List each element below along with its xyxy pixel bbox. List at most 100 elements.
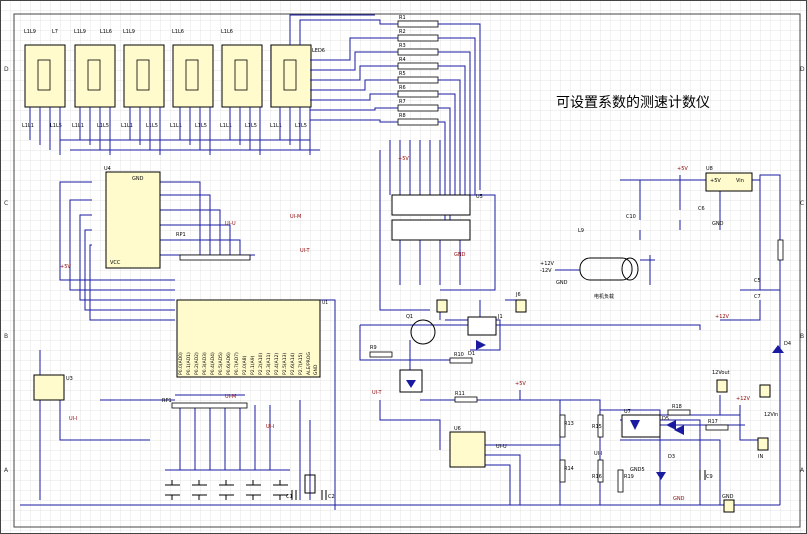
- resistor-label: R2: [399, 29, 406, 35]
- chip-u8-pin: +5V: [710, 178, 721, 184]
- chip-mcu: U1 P0.0(AD0) P0.1(AD1) P0.2(AD2) P0.3(AD…: [176, 299, 328, 378]
- vcc-label: +5V: [677, 166, 688, 172]
- gnd-label: GND: [712, 221, 724, 227]
- frame-letter: B: [4, 333, 8, 340]
- motor-label: L9: [578, 228, 584, 234]
- mcu-pin: P2.7(A15): [298, 353, 304, 375]
- mcu-pin: P2.5(A13): [282, 353, 288, 375]
- power-labels: +5V +5V +5V +5V +12V +12V UI-U UI-M UI-T…: [60, 156, 751, 502]
- display-digit-2: [74, 44, 116, 108]
- right-connectors: 12Vout 12Vin IN GND: [712, 370, 778, 513]
- resistors-mid: R9 R10 R11: [369, 345, 478, 403]
- cap-label: C7: [754, 294, 761, 300]
- display-digit-5: [221, 44, 263, 108]
- net-label: UI-I: [69, 416, 77, 422]
- display-label: L1L9: [74, 29, 86, 35]
- display-label: L1L1: [121, 123, 133, 129]
- net-label: UI-M: [225, 394, 236, 400]
- mcu-pin: P2.6(A14): [290, 353, 296, 375]
- j1-label: J1: [497, 314, 503, 320]
- mcu-pin: P2.0(A8): [242, 355, 248, 375]
- resistor-label: R3: [399, 43, 406, 49]
- chip-u8-pin: Vin: [736, 178, 744, 184]
- chip-u5: U5: [391, 194, 483, 241]
- mcu-pin: P0.6(AD6): [226, 352, 232, 375]
- sensor-label: 电机负载: [594, 293, 614, 300]
- mcu-pin: P0.7(AD7): [234, 352, 240, 375]
- chip-u3-name: U3: [66, 376, 73, 382]
- mcu-pin: P0.4(AD4): [210, 352, 216, 375]
- display-digit-3: [123, 44, 165, 108]
- mcu-pin: P2.2(A10): [258, 353, 264, 375]
- display-label: L1L6: [172, 29, 184, 35]
- chip-u4-pin: GND: [132, 176, 144, 182]
- supply-label: GND: [556, 280, 568, 286]
- connector-label: 12Vin: [764, 412, 778, 418]
- mcu-pin: P0.1(AD1): [186, 352, 192, 375]
- cap-label: C9: [706, 474, 713, 480]
- chip-u6-name: U6: [454, 426, 461, 432]
- connector-label: GND: [722, 494, 734, 500]
- rp1-label: RP1: [176, 232, 186, 238]
- frame-letter: C: [800, 200, 804, 207]
- frame-letter: A: [4, 467, 9, 474]
- resistor-label: R13: [564, 421, 574, 427]
- resistor-label: R5: [399, 71, 406, 77]
- connector-label: 12Vout: [712, 370, 730, 376]
- resistor-label: R10: [454, 352, 464, 358]
- motor-l9: L9 +12V -12V GND 电机负载: [540, 228, 639, 300]
- chip-u7: U7 R18 R17 D3 C9 D5: [621, 404, 729, 480]
- net-label: UI-U: [225, 221, 236, 227]
- net-label: UI-M: [290, 214, 301, 220]
- crystal-caps: C1 C2: [286, 474, 335, 500]
- diode-label: D4: [784, 341, 791, 347]
- supply-label: -12V: [540, 268, 552, 274]
- small-connectors: J6: [436, 292, 527, 313]
- resistor-label: R9: [370, 345, 377, 351]
- mcu-pin: P0.2(AD2): [194, 352, 200, 375]
- connector-label: IN: [758, 454, 763, 460]
- resistor-label: R1: [399, 15, 406, 21]
- mcu-pin: GND: [313, 364, 319, 375]
- display-label: L1L5: [295, 123, 307, 129]
- resistor-label: R15: [592, 424, 602, 430]
- resistor-label: R17: [708, 419, 718, 425]
- cap-label: C10: [626, 214, 636, 220]
- display-label: L1L1: [270, 123, 282, 129]
- resistor-label: R11: [455, 391, 465, 397]
- mcu-pin: P2.4(A12): [274, 353, 280, 375]
- resistor-label: R7: [399, 99, 406, 105]
- resistor-label: R19: [624, 474, 634, 480]
- display-label: L1L9: [24, 29, 36, 35]
- cap-label: C1: [286, 494, 293, 500]
- frame-letter: A: [800, 467, 805, 474]
- gnd-label: GND: [673, 496, 685, 502]
- chip-u4: U4 GND VCC: [104, 166, 161, 269]
- mcu-pin: P0.5(AD5): [218, 352, 224, 375]
- resistor-label: R14: [564, 466, 574, 472]
- mcu-pin: P2.3(A11): [266, 353, 272, 375]
- net-label: UI-I: [266, 424, 274, 430]
- chip-u8-name: U8: [706, 166, 713, 172]
- chip-u4-name: U4: [104, 166, 111, 172]
- display-label: L1L5: [50, 123, 62, 129]
- mcu-pin: P0.3(AD3): [202, 352, 208, 375]
- resistor-label: R8: [399, 113, 406, 119]
- display-digit-1: [24, 44, 66, 108]
- resistor-pack-rp1: RP1: [176, 232, 251, 261]
- cap-label: C6: [698, 206, 705, 212]
- push-buttons: [165, 480, 288, 500]
- display-label: L7: [52, 29, 58, 35]
- d1-label: D1: [468, 351, 475, 357]
- gnd-label: GND5: [630, 467, 645, 473]
- gnd-label: GND: [454, 252, 466, 258]
- cap-label: C2: [328, 494, 335, 500]
- v12-label: +12V: [736, 396, 751, 402]
- transistor-q1: Q1 J1 D1: [406, 314, 503, 357]
- net-label: UI-I: [594, 451, 602, 457]
- mcu-pin: P0.0(AD0): [178, 352, 184, 375]
- supply-label: +12V: [540, 261, 555, 267]
- resistor-label: R18: [672, 404, 682, 410]
- diode-label: D5: [662, 416, 669, 422]
